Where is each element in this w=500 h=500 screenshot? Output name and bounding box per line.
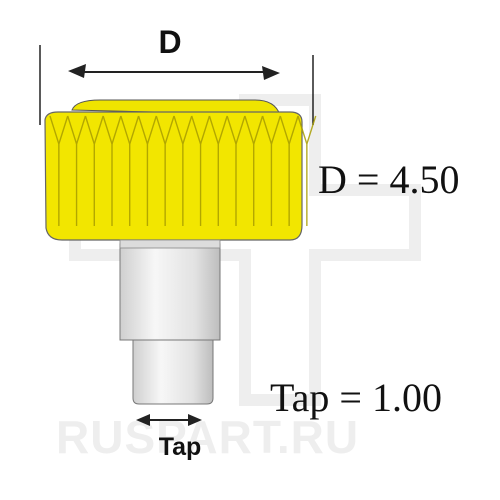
- watermark-text: RUSPART.RU: [56, 411, 360, 463]
- tap-arrow: [136, 414, 202, 426]
- tap-label: Tap: [158, 433, 202, 461]
- diameter-arrow: [68, 64, 280, 80]
- stem-tap: [132, 339, 214, 405]
- stem-upper: [119, 243, 221, 341]
- diameter-value: D = 4.50: [318, 157, 460, 202]
- diameter-label: D: [158, 24, 182, 60]
- tap-value: Tap = 1.00: [270, 375, 442, 420]
- crown-head: [44, 99, 317, 241]
